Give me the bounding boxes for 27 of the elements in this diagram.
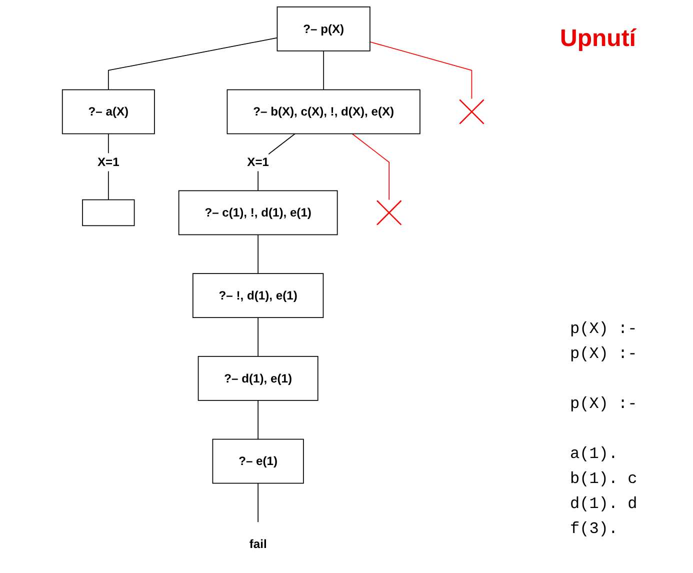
goal-box: ?– e(1): [212, 438, 304, 484]
goal-box: ?– a(X): [62, 89, 155, 134]
tree-edge: [323, 50, 324, 90]
cross-mark: [459, 99, 484, 124]
code-line: a(1).: [570, 445, 618, 463]
code-line: p(X) :-: [570, 345, 638, 363]
goal-box: ?– c(1), !, d(1), e(1): [178, 190, 338, 236]
goal-box: ?– !, d(1), e(1): [192, 273, 324, 318]
empty-box: [82, 199, 135, 226]
code-line: p(X) :-: [570, 395, 638, 413]
code-line: f(3).: [570, 520, 618, 538]
goal-box: ?– p(X): [276, 6, 370, 52]
code-line: d(1). d: [570, 495, 638, 513]
tree-edge: [352, 133, 390, 200]
tree-edge: [108, 133, 109, 200]
code-line: p(X) :-: [570, 320, 638, 338]
goal-box: ?– d(1), e(1): [198, 356, 318, 401]
result-text: fail: [249, 536, 267, 551]
goal-box: ?– b(X), c(X), !, d(X), e(X): [226, 89, 420, 134]
code-line: b(1). c: [570, 470, 638, 488]
edge-label: X=1: [247, 153, 269, 172]
cross-mark: [376, 200, 402, 226]
tree-edge: [258, 133, 296, 192]
tree-edge: [108, 37, 278, 90]
edge-label: X=1: [98, 153, 120, 172]
heading: Upnutí: [560, 25, 636, 53]
tree-edge: [370, 41, 472, 100]
